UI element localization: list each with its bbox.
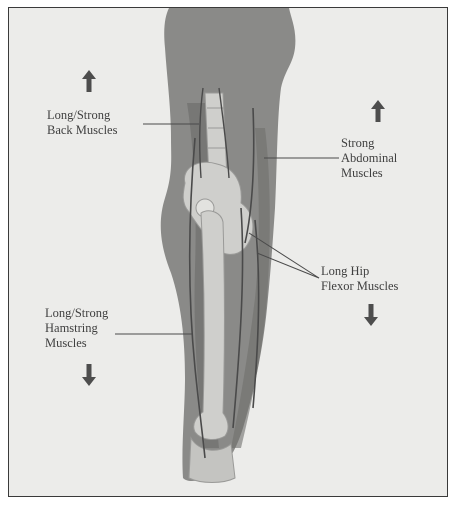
- hamstring-muscles-label: Long/Strong Hamstring Muscles: [45, 306, 108, 351]
- down-arrow-icon: [82, 364, 96, 386]
- abdominal-muscles-label: Strong Abdominal Muscles: [341, 136, 397, 181]
- illustration-frame: Long/Strong Back Muscles Strong Abdomina…: [8, 7, 448, 497]
- up-arrow-icon: [82, 70, 96, 92]
- down-arrow-icon: [364, 304, 378, 326]
- leg-anatomy-illustration: [9, 8, 447, 496]
- hip-flexor-muscles-label: Long Hip Flexor Muscles: [321, 264, 398, 294]
- up-arrow-icon: [371, 100, 385, 122]
- back-muscles-label: Long/Strong Back Muscles: [47, 108, 117, 138]
